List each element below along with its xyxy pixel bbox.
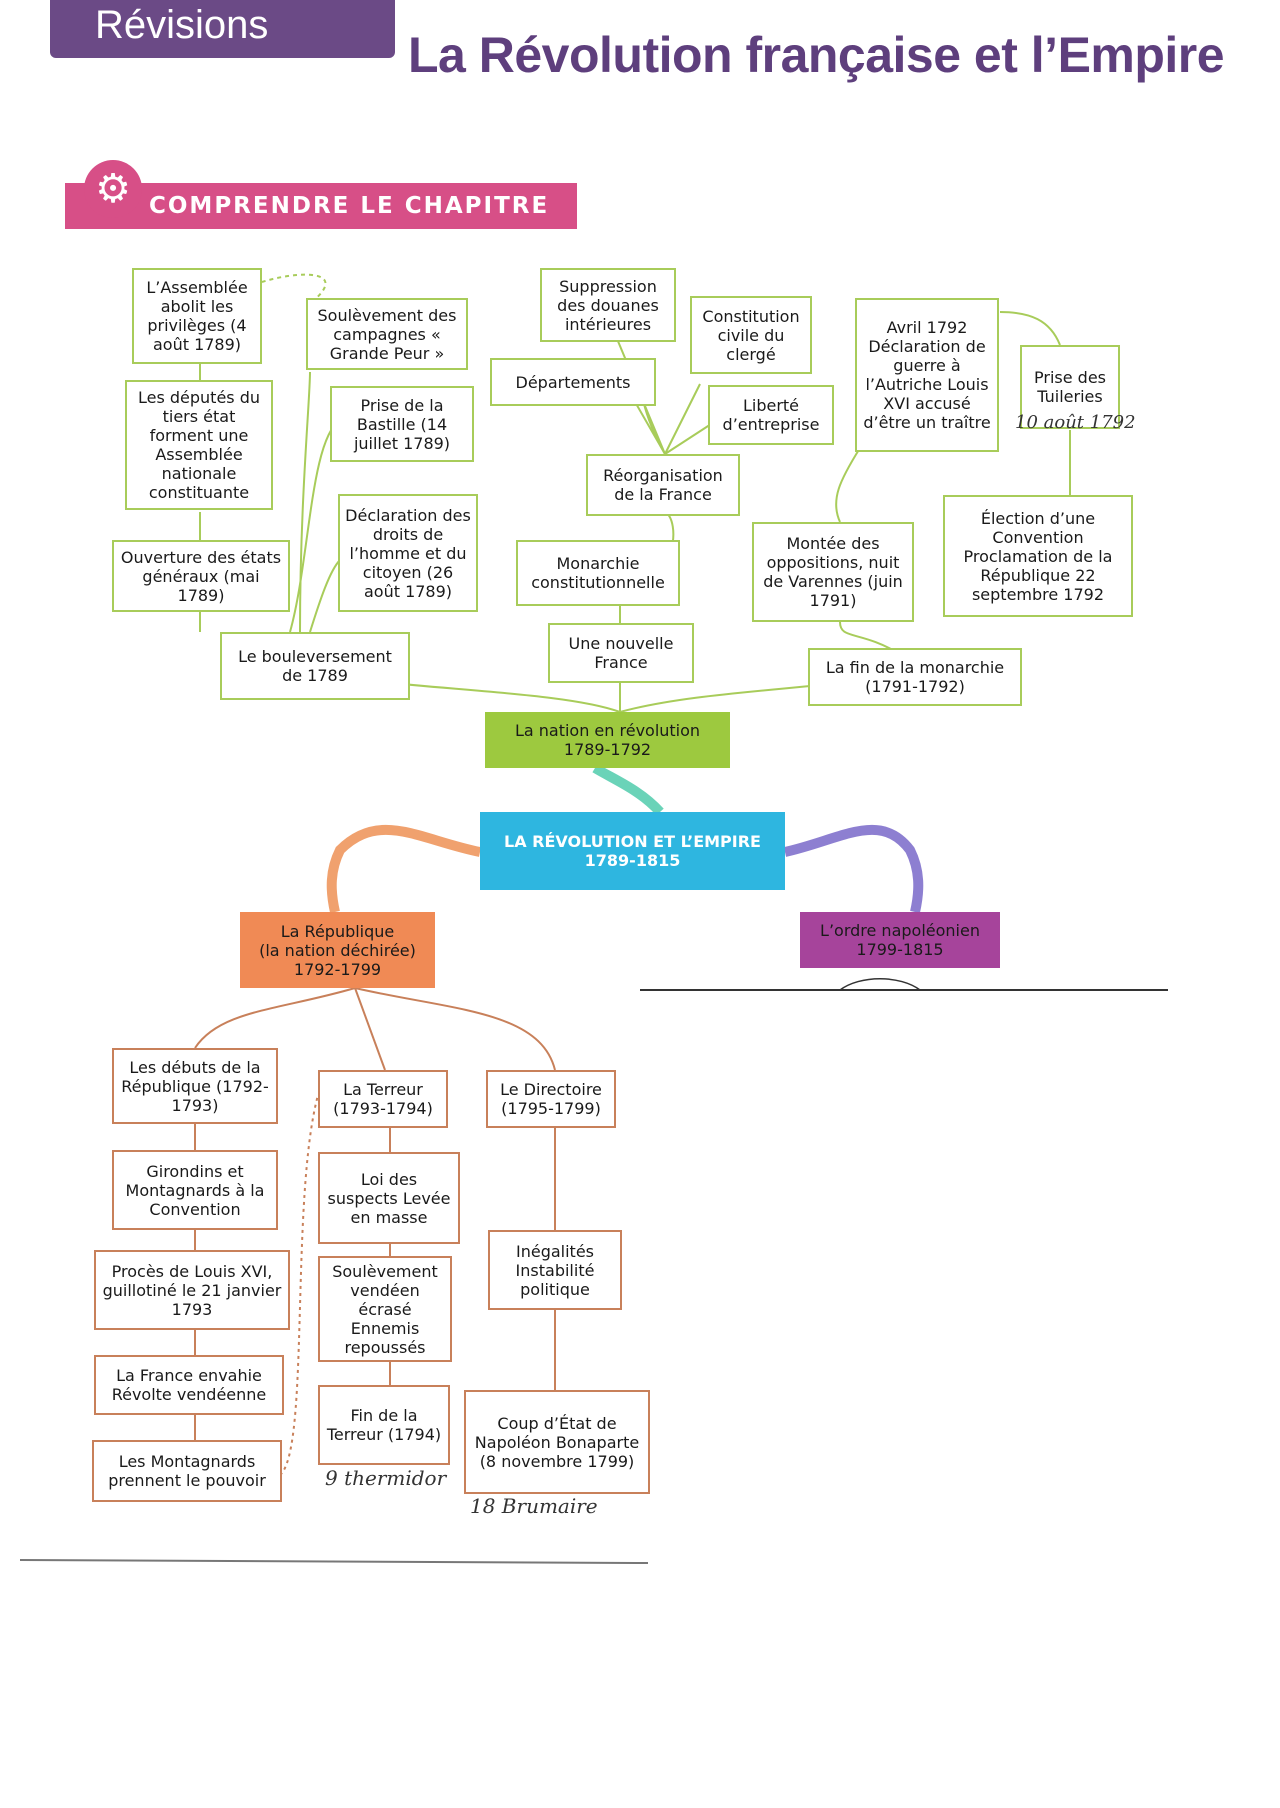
napoleon-years: 1799-1815 [856,940,944,959]
brumaire-note: 18 Brumaire [470,1494,598,1518]
fin-title: La fin de la monarchie (1791-1792) [808,648,1022,706]
liberte-box: Liberté d’entreprise [708,385,834,445]
girondins-box: Girondins et Montagnards à la Convention [112,1150,278,1230]
republique-hub: La République (la nation déchirée) 1792-… [240,912,435,988]
loi-box: Loi des suspects Levée en masse [318,1152,460,1244]
tuileries-date-note: 10 août 1792 [1015,412,1136,433]
republique-title: La République [280,921,395,941]
vendeen-box: Soulèvement vendéen écrasé Ennemis repou… [318,1256,452,1362]
nation-title: La nation en révolution [514,721,701,740]
fin-terreur-box: Fin de la Terreur (1794) [318,1385,450,1465]
inegalites-box: Inégalités Instabilité politique [488,1230,622,1310]
coup-box: Coup d’État de Napoléon Bonaparte (8 nov… [464,1390,650,1494]
terreur-title: La Terreur (1793-1794) [318,1070,448,1128]
deputes-box: Les députés du tiers état forment une As… [125,380,273,510]
assemblee-box: L’Assemblée abolit les privilèges (4 aoû… [132,268,262,364]
center-years: 1789-1815 [584,851,681,870]
napoleon-title: L’ordre napoléonien [820,921,980,940]
ouverture-box: Ouverture des états généraux (mai 1789) [112,540,290,612]
soulevement-box: Soulèvement des campagnes « Grande Peur … [306,298,468,370]
election-box: Élection d’une Convention Proclamation d… [943,495,1133,617]
nouvelle-title: Une nouvelle France [548,623,694,683]
envahie-box: La France envahie Révolte vendéenne [94,1355,284,1415]
gear-icon: ⚙ [84,160,142,218]
page-title: La Révolution française et l’Empire [408,27,1225,83]
thermidor-note: 9 thermidor [325,1466,447,1490]
declaration-box: Déclaration des droits de l’homme et du … [338,494,478,612]
bastille-box: Prise de la Bastille (14 juillet 1789) [330,386,474,462]
tuileries-box: Prise des Tuileries [1020,345,1120,429]
departements-box: Départements [490,358,656,406]
debuts-title: Les débuts de la République (1792-1793) [112,1048,278,1124]
napoleon-hub: L’ordre napoléonien 1799-1815 [800,912,1000,968]
constitution-box: Constitution civile du clergé [690,296,812,374]
douanes-box: Suppression des douanes intérieures [540,268,676,342]
center-title: LA RÉVOLUTION ET L’EMPIRE [504,832,761,851]
avril-box: Avril 1792 Déclaration de guerre à l’Aut… [855,298,999,452]
center-hub: LA RÉVOLUTION ET L’EMPIRE 1789-1815 [480,812,785,890]
revisions-tag: Révisions [50,0,395,58]
nation-years: 1789-1792 [563,740,652,759]
monarchie-box: Monarchie constitutionnelle [516,540,680,606]
republique-sub: (la nation déchirée) [259,940,416,960]
montagnards-box: Les Montagnards prennent le pouvoir [92,1440,282,1502]
nation-hub: La nation en révolution 1789-1792 [485,712,730,768]
directoire-title: Le Directoire (1795-1799) [486,1070,616,1128]
republique-years: 1792-1799 [293,959,382,979]
reorg-box: Réorganisation de la France [586,454,740,516]
montee-box: Montée des oppositions, nuit de Varennes… [752,522,914,622]
proces-box: Procès de Louis XVI, guillotiné le 21 ja… [94,1250,290,1330]
section-banner: COMPRENDRE LE CHAPITRE [65,183,577,229]
boulev-title: Le bouleversement de 1789 [220,632,410,700]
